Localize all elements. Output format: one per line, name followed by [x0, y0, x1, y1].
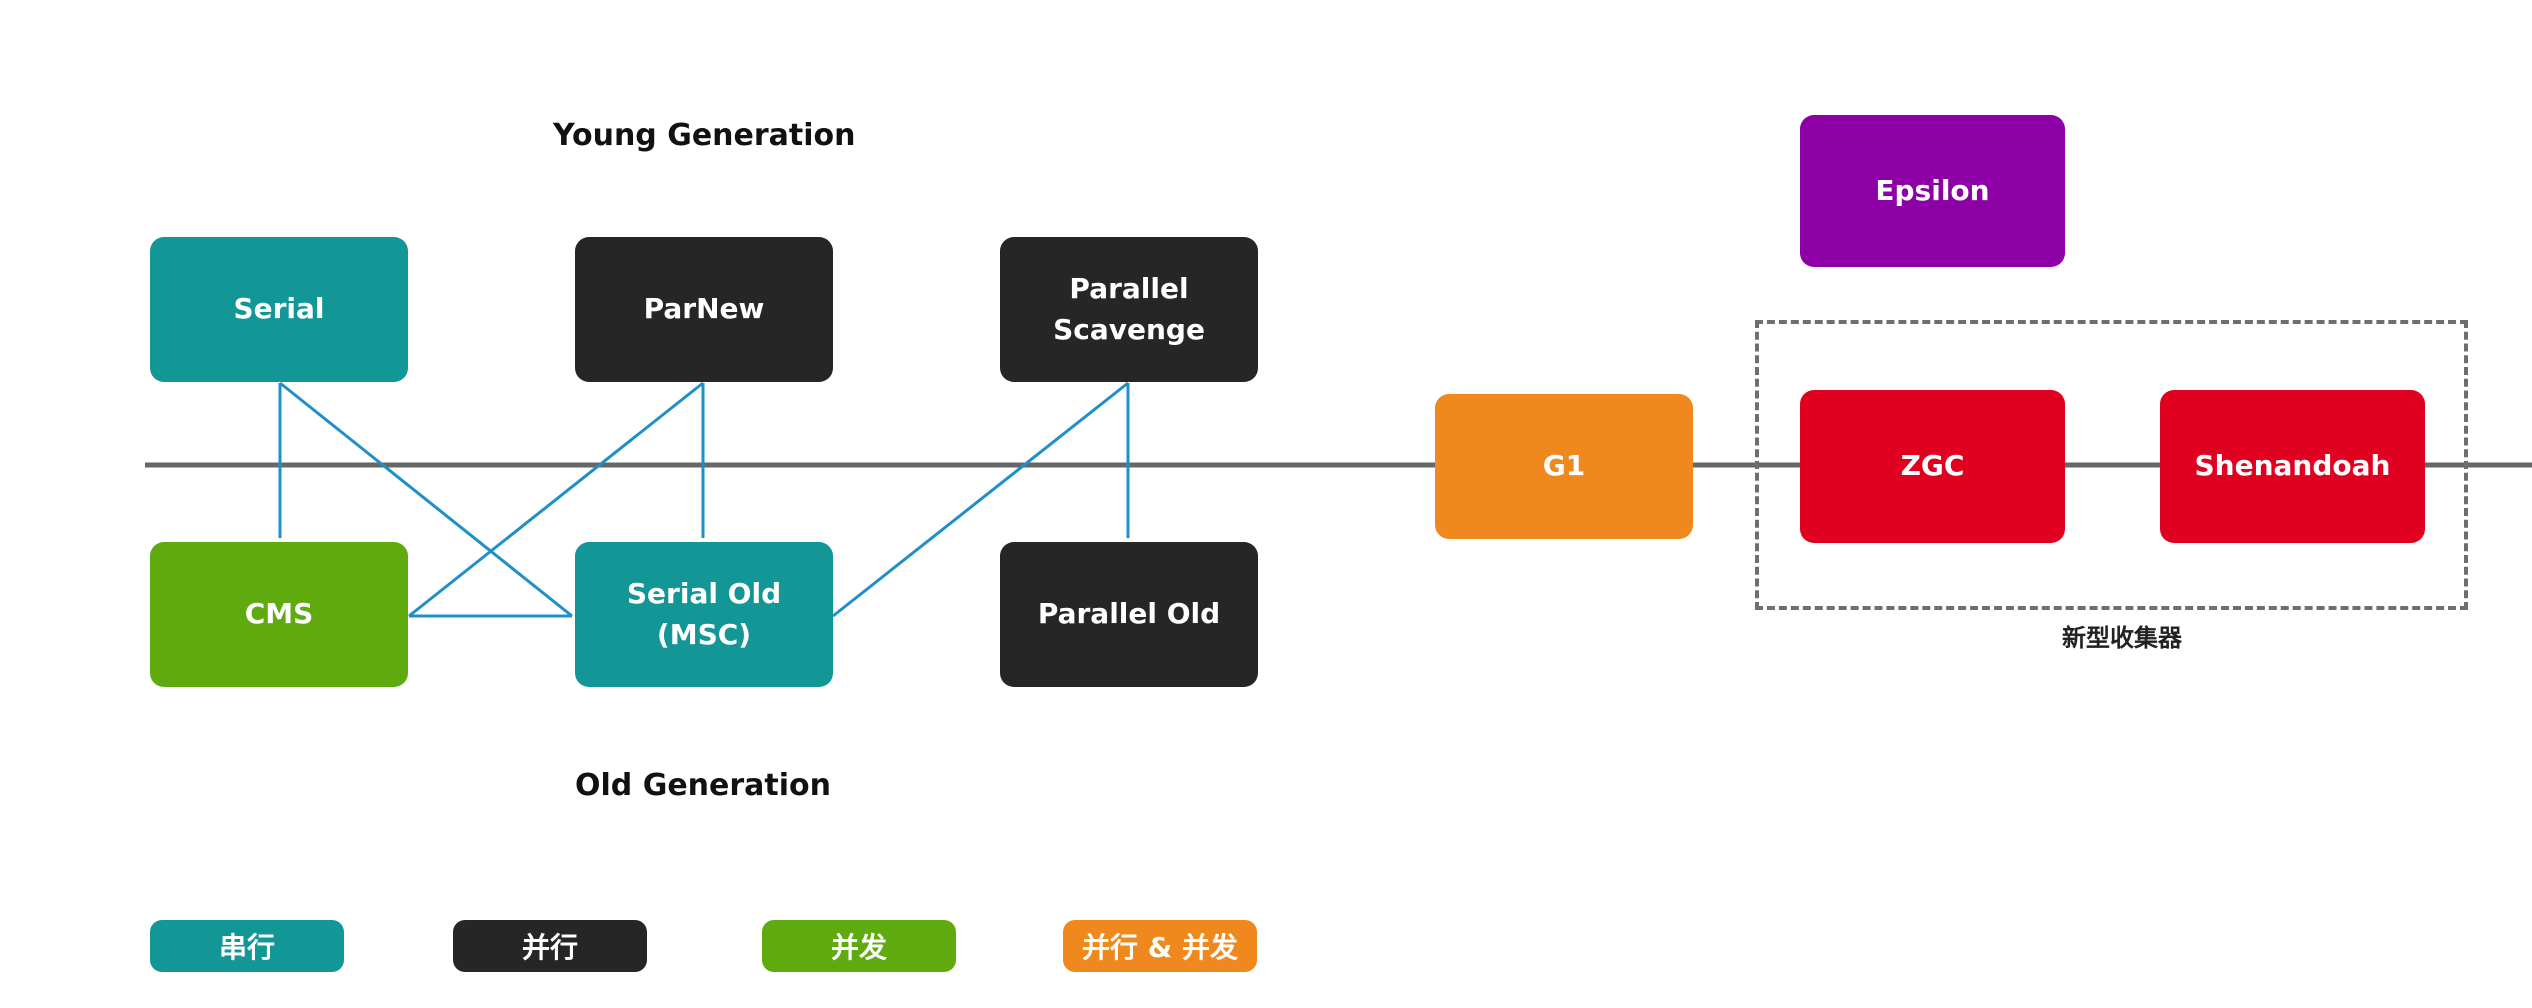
serial-collector-box: Serial [150, 237, 408, 382]
connector-parnew-cms [408, 381, 704, 618]
epsilon-collector-box: Epsilon [1800, 115, 2065, 267]
old-generation-heading: Old Generation [574, 768, 831, 803]
serial-old-collector-box: Serial Old (MSC) [575, 542, 833, 687]
new-collectors-group [1755, 320, 2468, 610]
g1-collector-box: G1 [1435, 394, 1693, 539]
shenandoah-collector-box: Shenandoah [2160, 390, 2425, 543]
legend-concurrent: 并发 [762, 920, 956, 972]
young-generation-heading: Young Generation [553, 118, 856, 153]
cms-collector-box: CMS [150, 542, 408, 687]
parallel-scavenge-collector-box: Parallel Scavenge [1000, 237, 1258, 382]
parallel-old-collector-box: Parallel Old [1000, 542, 1258, 687]
new-collectors-caption: 新型收集器 [2062, 624, 2182, 652]
legend-parallel-concurrent: 并行 & 并发 [1063, 920, 1257, 972]
zgc-collector-box: ZGC [1800, 390, 2065, 543]
parnew-collector-box: ParNew [575, 237, 833, 382]
legend-parallel: 并行 [453, 920, 647, 972]
connector-serial-serial-old [279, 381, 573, 618]
connector-parallel-scavenge-serial-old [832, 381, 1129, 618]
legend-serial: 串行 [150, 920, 344, 972]
